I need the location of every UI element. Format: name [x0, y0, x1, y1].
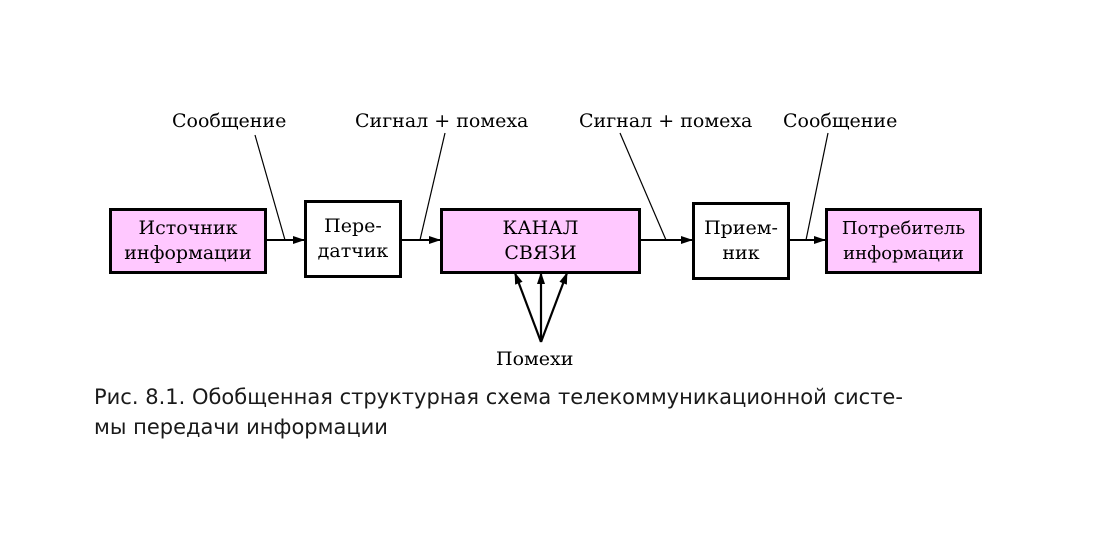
- label-signal-noise-in: Сигнал + помеха: [355, 110, 529, 132]
- transmitter-line1: Пере-: [324, 215, 382, 237]
- label-message-out: Сообщение: [783, 110, 898, 132]
- receiver-line1: Прием-: [704, 217, 778, 239]
- source-block: Источник информации: [109, 208, 267, 274]
- source-line1: Источник: [138, 217, 238, 239]
- caption-line2: мы передачи информации: [94, 415, 388, 439]
- label-noise: Помехи: [496, 348, 574, 370]
- caption-line1: Рис. 8.1. Обобщенная структурная схема т…: [94, 385, 903, 409]
- label-signal-noise-out: Сигнал + помеха: [579, 110, 753, 132]
- noise-arrow-left: [513, 272, 543, 343]
- noise-arrow-right: [539, 272, 569, 343]
- consumer-block: Потребитель информации: [825, 208, 982, 274]
- leader-message-out: [805, 132, 829, 241]
- receiver-block: Прием- ник: [692, 202, 790, 280]
- channel-line2: СВЯЗИ: [504, 242, 577, 264]
- channel-block: КАНАЛ СВЯЗИ: [440, 208, 641, 274]
- consumer-line2: информации: [843, 243, 964, 264]
- label-message-in: Сообщение: [172, 110, 287, 132]
- source-line2: информации: [124, 242, 252, 264]
- leader-signal-noise-out: [619, 132, 667, 241]
- channel-line1: КАНАЛ: [502, 217, 579, 239]
- leader-message-in: [254, 134, 286, 241]
- figure-caption: Рис. 8.1. Обобщенная структурная схема т…: [94, 382, 994, 442]
- transmitter-block: Пере- датчик: [304, 200, 402, 278]
- receiver-line2: ник: [722, 242, 760, 264]
- leader-signal-noise-in: [419, 132, 446, 241]
- transmitter-line2: датчик: [317, 240, 389, 262]
- consumer-line1: Потребитель: [841, 218, 966, 239]
